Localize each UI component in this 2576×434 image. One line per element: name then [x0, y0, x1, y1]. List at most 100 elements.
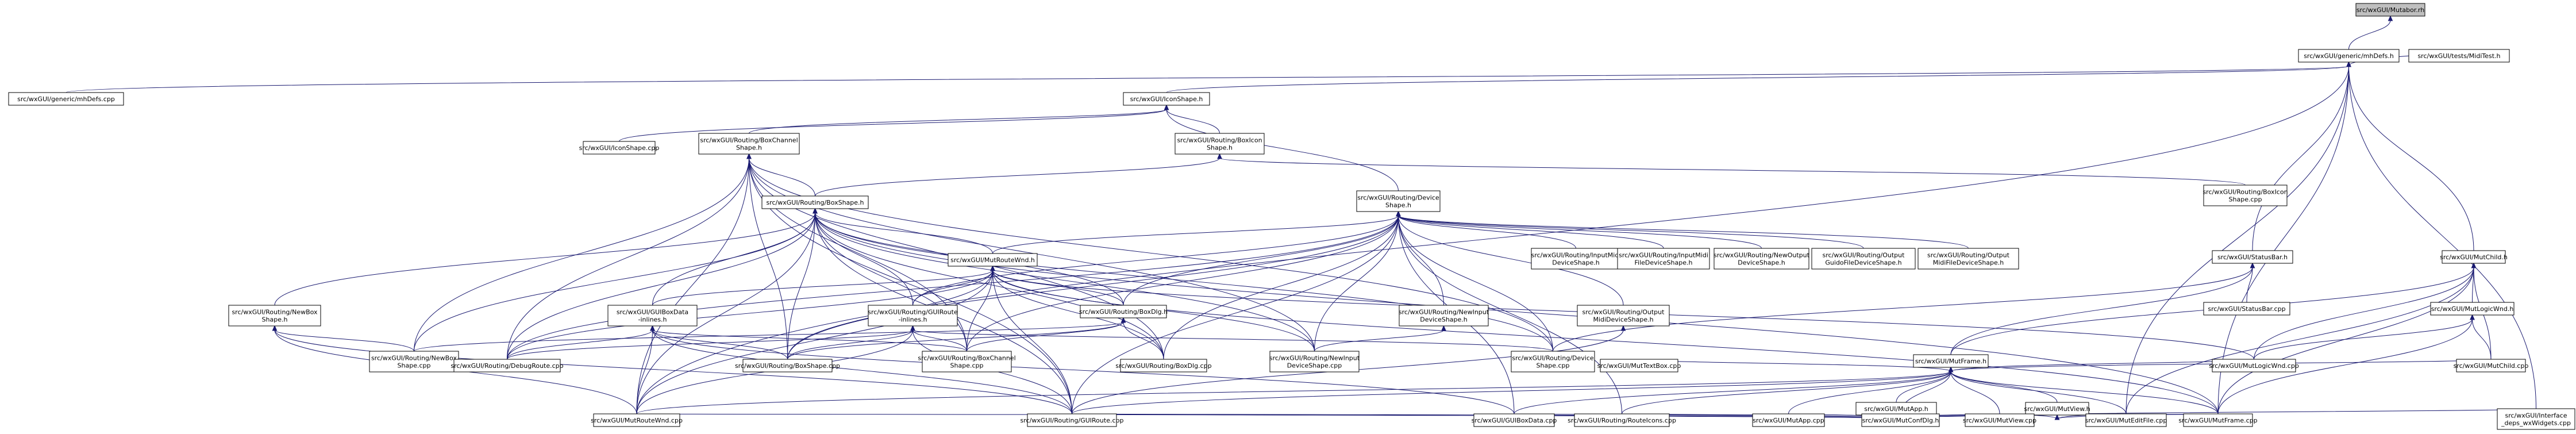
node-box: [1965, 413, 2035, 427]
graph-node[interactable]: src/wxGUI/GUIBoxData.cpp: [1472, 413, 1557, 427]
graph-node[interactable]: src/wxGUI/Routing/InputMidiFileDeviceSha…: [1617, 248, 1710, 270]
node-box: [1120, 359, 1207, 372]
node-label: src/wxGUI/Routing/BoxIcon: [1177, 137, 1262, 144]
edge-line: [652, 329, 1072, 414]
graph-node[interactable]: src/wxGUI/Routing/GUIRoute-inlines.h: [868, 305, 958, 327]
graph-node[interactable]: src/wxGUI/MutChild.h: [2440, 250, 2508, 264]
graph-node[interactable]: src/wxGUI/Routing/BoxShape.h: [761, 195, 869, 209]
dependency-edge: [1948, 366, 2000, 414]
graph-node[interactable]: src/wxGUI/MutFrame.h: [1913, 354, 1989, 368]
node-label: src/wxGUI/Interface: [2505, 412, 2567, 420]
node-label: src/wxGUI/StatusBar.h: [2217, 254, 2288, 261]
graph-node[interactable]: src/wxGUI/Routing/BoxDlg.cpp: [1115, 359, 1212, 372]
graph-node[interactable]: src/wxGUI/MutFrame.cpp: [2178, 413, 2258, 427]
graph-node[interactable]: src/wxGUI/MutApp.h: [1855, 402, 1937, 416]
graph-node[interactable]: src/wxGUI/Routing/OutputMidiDeviceShape.…: [1577, 305, 1670, 327]
node-box: [1531, 248, 1621, 270]
dependency-edge: [636, 153, 752, 414]
node-label: Shape.cpp: [1537, 362, 1570, 370]
graph-node[interactable]: src/wxGUI/IconShape.h: [1123, 92, 1210, 106]
edge-line: [815, 212, 2219, 414]
node-label: MidiDeviceShape.h: [1593, 316, 1653, 324]
graph-node[interactable]: src/wxGUI/MutView.h: [2024, 402, 2090, 416]
graph-node[interactable]: src/wxGUI/MutEditFile.cpp: [2085, 413, 2167, 427]
dependency-edge: [2254, 314, 2475, 360]
edge-arrowhead: [1217, 153, 1222, 159]
graph-node[interactable]: src/wxGUI/MutConfDlg.h: [1861, 413, 1940, 427]
node-box: [1861, 413, 1940, 427]
node-box: [2497, 408, 2575, 430]
edge-line: [815, 212, 993, 254]
graph-node[interactable]: src/wxGUI/Mutabor.rh: [2355, 3, 2425, 17]
graph-node[interactable]: src/wxGUI/MutRouteWnd.cpp: [591, 413, 683, 427]
graph-node[interactable]: src/wxGUI/Interface_deps_wxWidgets.cpp: [2497, 408, 2575, 430]
graph-node[interactable]: src/wxGUI/generic/mhDefs.h: [2298, 49, 2400, 63]
graph-node[interactable]: src/wxGUI/Routing/DeviceShape.h: [1356, 190, 1441, 212]
node-label: src/wxGUI/Routing/BoxChannel: [918, 355, 1015, 362]
edge-line: [1072, 371, 1951, 414]
edge-line: [1639, 359, 1951, 372]
graph-node[interactable]: src/wxGUI/Routing/RouteIcons.cpp: [1568, 413, 1676, 427]
dependency-edge: [1896, 366, 1954, 403]
edge-line: [967, 321, 1124, 352]
dependency-edge: [1639, 359, 1954, 372]
edge-line: [2252, 66, 2349, 251]
node-label: src/wxGUI/Routing/DebugRoute.cpp: [450, 362, 563, 370]
node-box: [583, 141, 656, 155]
edge-line: [507, 329, 913, 360]
node-label: src/wxGUI/Routing/BoxShape.h: [766, 199, 864, 206]
node-label: src/wxGUI/Routing/BoxDlg.cpp: [1115, 362, 1211, 370]
dependency-edge: [636, 61, 2351, 414]
edge-line: [2472, 318, 2492, 360]
graph-node[interactable]: src/wxGUI/IconShape.cpp: [579, 141, 660, 155]
dependency-edge: [813, 208, 913, 306]
edge-line: [507, 329, 653, 360]
node-label: src/wxGUI/MutRouteWnd.h: [950, 256, 1035, 264]
edge-line: [507, 270, 993, 360]
graph-node[interactable]: src/wxGUI/MutChild.cpp: [2454, 359, 2529, 372]
graph-node[interactable]: src/wxGUI/Routing/DeviceShape.cpp: [1511, 351, 1595, 372]
graph-node[interactable]: src/wxGUI/StatusBar.cpp: [2203, 302, 2290, 316]
graph-node[interactable]: src/wxGUI/MutView.cpp: [1963, 413, 2036, 427]
node-label: src/wxGUI/MutApp.cpp: [1753, 417, 1824, 424]
node-label: src/wxGUI/Routing/GUIRoute.cpp: [1021, 417, 1124, 424]
node-box: [607, 305, 698, 327]
graph-node[interactable]: src/wxGUI/Routing/NewInputDeviceShape.cp…: [1269, 351, 1360, 372]
edge-line: [1514, 371, 1951, 414]
graph-node[interactable]: src/wxGUI/Routing/BoxDlg.h: [1079, 305, 1168, 318]
graph-node[interactable]: src/wxGUI/StatusBar.h: [2212, 250, 2293, 264]
graph-node[interactable]: src/wxGUI/generic/mhDefs.cpp: [8, 92, 124, 106]
edge-line: [1398, 215, 1762, 249]
dependency-edge: [2470, 314, 2492, 360]
graph-node[interactable]: src/wxGUI/MutRouteWnd.h: [948, 253, 1038, 267]
graph-node[interactable]: src/wxGUI/tests/MidiTest.h: [2408, 49, 2510, 63]
node-box: [1027, 413, 1117, 427]
graph-node[interactable]: src/wxGUI/Routing/BoxShape.cpp: [735, 359, 840, 372]
graph-node[interactable]: src/wxGUI/Routing/OutputGuidoFileDeviceS…: [1811, 248, 1916, 270]
edge-line: [2246, 267, 2253, 303]
graph-node[interactable]: src/wxGUI/Routing/GUIRoute.cpp: [1021, 413, 1124, 427]
graph-node[interactable]: src/wxGUI/MutApp.cpp: [1752, 413, 1825, 427]
node-label: src/wxGUI/Mutabor.rh: [2356, 6, 2424, 14]
node-label: DeviceShape.cpp: [1287, 362, 1342, 370]
node-label: Shape.cpp: [2229, 196, 2262, 203]
graph-node[interactable]: src/wxGUI/Routing/OutputMidiFileDeviceSh…: [1917, 248, 2019, 270]
graph-node[interactable]: src/wxGUI/Routing/DebugRoute.cpp: [450, 359, 564, 372]
graph-node[interactable]: src/wxGUI/MutLogicWnd.h: [2430, 302, 2515, 316]
graph-node[interactable]: src/wxGUI/GUIBoxData-inlines.h: [607, 305, 698, 327]
node-box: [2203, 302, 2290, 316]
edge-line: [912, 329, 1553, 352]
graph-node[interactable]: src/wxGUI/MutTextBox.cpp: [1597, 359, 1681, 372]
dependency-edge: [1396, 210, 1553, 352]
graph-node[interactable]: src/wxGUI/MutLogicWnd.cpp: [2209, 359, 2299, 372]
edge-line: [749, 158, 1315, 352]
